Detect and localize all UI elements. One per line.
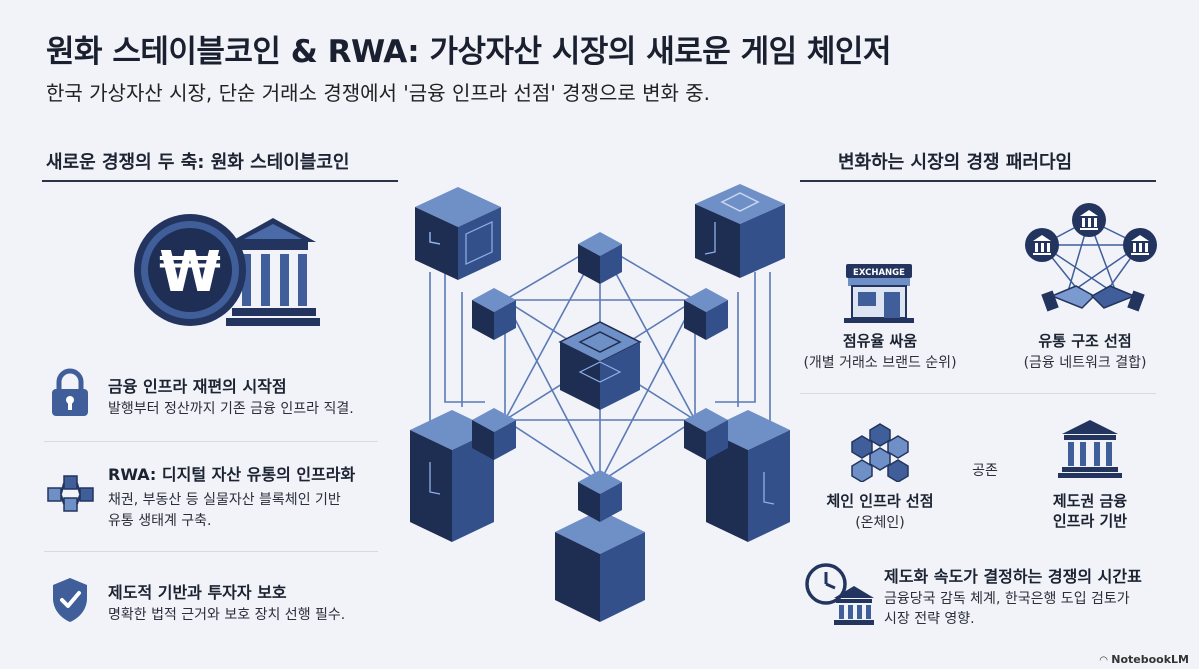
timeline-desc-1: 금융당국 감독 체계, 한국은행 도입 검토가 [884, 591, 1130, 607]
institution-icon [1058, 418, 1122, 478]
regulated-infra-title-1: 제도권 금융 [1052, 492, 1128, 510]
blockchain-network-illustration [400, 182, 800, 632]
item-rwa-title: RWA: 디지털 자산 유통의 인프라화 [108, 465, 356, 484]
divider [800, 393, 1156, 394]
page-subtitle: 한국 가상자산 시장, 단순 거래소 경쟁에서 '금융 인프라 선점' 경쟁으로… [46, 81, 711, 105]
lock-icon [48, 368, 92, 418]
item-rwa-desc-1: 채권, 부동산 등 실물자산 블록체인 기반 [108, 492, 341, 508]
distribution-sub: (금융 네트워크 결합) [1023, 355, 1147, 371]
left-section-heading: 새로운 경쟁의 두 축: 원화 스테이블코인 [46, 152, 350, 173]
handshake-network-icon [1022, 200, 1172, 322]
won-coin-bank-icon: ₩ [130, 212, 320, 332]
right-section-heading: 변화하는 시장의 경쟁 패러다임 [838, 152, 1073, 173]
item-legal-title: 제도적 기반과 투자자 보호 [108, 583, 287, 602]
divider [44, 551, 378, 552]
item-infra-title: 금융 인프라 재편의 시작점 [108, 377, 287, 396]
timeline-desc-2: 시장 전략 영향. [884, 611, 975, 627]
blocks-icon [42, 470, 98, 518]
regulated-infra-title-2: 인프라 기반 [1052, 512, 1128, 530]
notebooklm-logo-icon: ◠ [1099, 655, 1108, 666]
marketshare-title: 점유율 싸움 [842, 332, 918, 350]
timeline-title: 제도화 속도가 결정하는 경쟁의 시간표 [884, 567, 1142, 586]
clock-bank-icon [804, 562, 876, 626]
exchange-store-icon: EXCHANGE [844, 262, 914, 324]
notebooklm-brand-text: NotebookLM [1111, 653, 1189, 666]
marketshare-sub: (개별 거래소 브랜드 순위) [803, 355, 957, 371]
page-title: 원화 스테이블코인 & RWA: 가상자산 시장의 새로운 게임 체인저 [46, 34, 891, 70]
item-rwa-desc-2: 유통 생태계 구축. [108, 513, 212, 529]
item-infra-desc: 발행부터 정산까지 기존 금융 인프라 직결. [108, 401, 354, 417]
distribution-title: 유통 구조 선점 [1038, 332, 1132, 350]
exchange-sign-text: EXCHANGE [853, 268, 905, 278]
divider [44, 441, 378, 442]
chain-infra-title: 체인 인프라 선점 [826, 492, 934, 510]
item-legal-desc: 명확한 법적 근거와 보호 장치 선행 필수. [108, 607, 346, 623]
won-symbol: ₩ [159, 240, 221, 305]
coexist-label: 공존 [972, 463, 998, 479]
right-heading-rule [800, 180, 1156, 182]
left-heading-rule [42, 180, 398, 182]
shield-check-icon [50, 576, 90, 624]
chain-infra-sub: (온체인) [855, 515, 905, 531]
notebooklm-brand: ◠ NotebookLM [1100, 653, 1189, 666]
chain-cubes-icon [848, 422, 912, 482]
